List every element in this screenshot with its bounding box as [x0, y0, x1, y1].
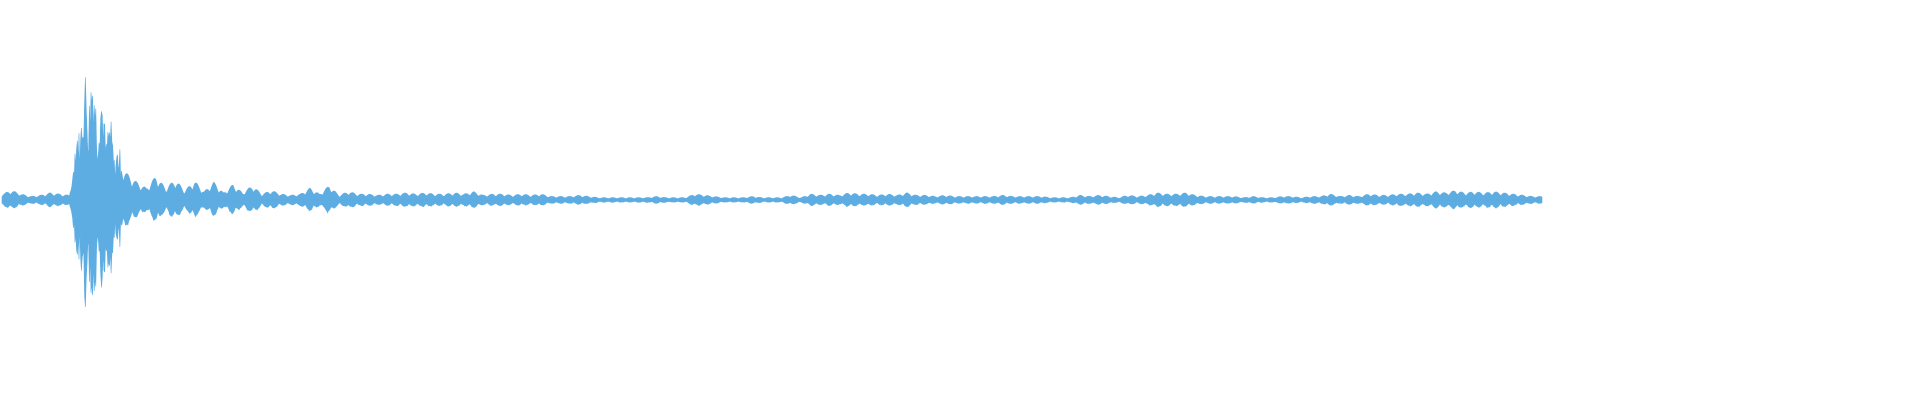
- waveform-shape: [1, 77, 1543, 308]
